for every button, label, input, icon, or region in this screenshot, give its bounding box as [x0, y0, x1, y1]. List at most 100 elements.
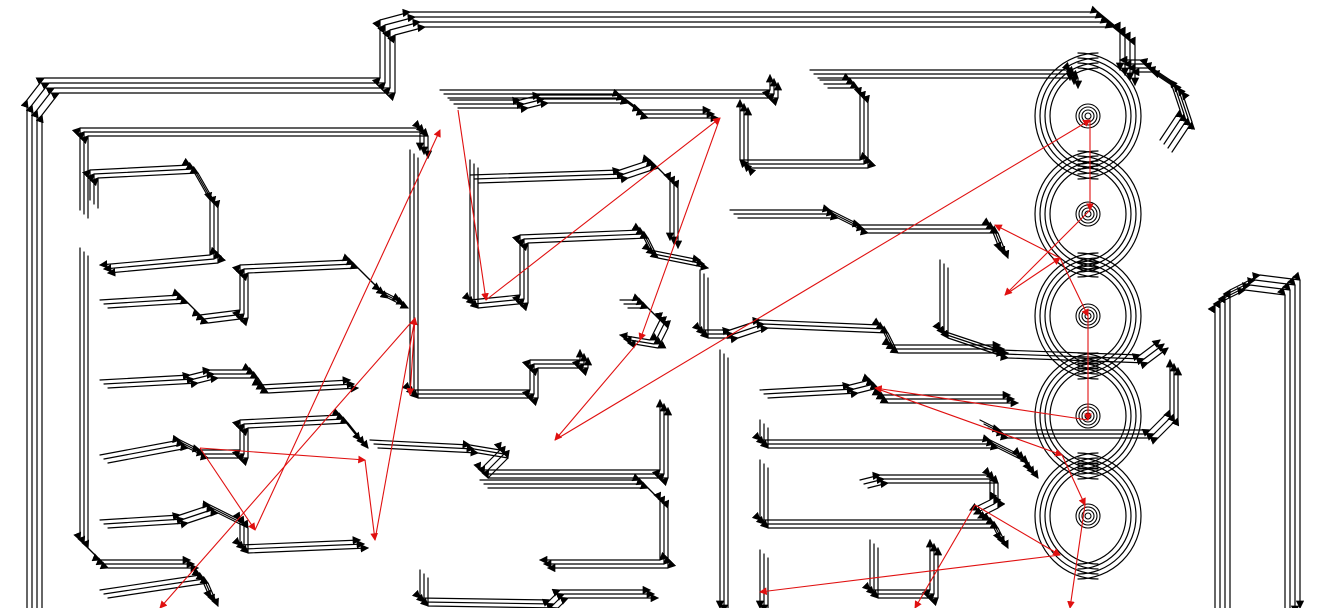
cut-path-block — [759, 373, 1012, 400]
cut-path-outer — [20, 5, 1125, 608]
cut-path-block — [691, 269, 1002, 350]
cut-path-block — [729, 204, 1002, 251]
cut-path-block — [699, 277, 1010, 358]
cut-paths — [20, 5, 1305, 608]
cut-path-block — [737, 212, 1010, 259]
cut-path-lobe — [1049, 267, 1099, 365]
cut-path-lobe — [1039, 457, 1099, 575]
cut-path-block — [695, 273, 1006, 354]
cut-path-lobe — [1077, 160, 1132, 268]
travel-move — [1004, 257, 1061, 296]
cut-path-block — [469, 167, 710, 312]
cut-path-block — [461, 159, 702, 304]
spiral-markers — [1075, 103, 1101, 529]
spiral-marker-icon — [1075, 103, 1101, 129]
cut-path-block — [759, 427, 1039, 479]
cut-path-block — [477, 162, 683, 250]
travel-move — [159, 317, 416, 608]
travel-moves — [159, 109, 1094, 608]
cut-path-block — [89, 165, 227, 277]
cut-path-lobe — [1034, 452, 1099, 580]
cut-path-block — [439, 73, 775, 99]
cut-path-lobe — [1077, 57, 1137, 175]
cut-path-block — [817, 69, 1083, 90]
cut-path-block — [763, 377, 1016, 404]
travel-move — [406, 317, 416, 396]
cut-path-lobe — [1077, 452, 1142, 580]
travel-move — [199, 447, 366, 464]
cut-path-lobe — [1077, 462, 1132, 570]
cut-path-lobe — [1077, 62, 1132, 170]
travel-move — [254, 129, 441, 531]
cut-path-block — [469, 154, 675, 242]
cut-path-lobe — [1044, 462, 1099, 570]
spiral-marker-icon — [1084, 112, 1092, 120]
spiral-marker-icon — [1081, 207, 1095, 221]
spiral-marker-icon — [1084, 210, 1092, 218]
cut-path-lobe — [1122, 59, 1188, 145]
cut-path-block — [813, 65, 1079, 86]
cut-path-outer — [25, 10, 1130, 608]
cut-path-block — [99, 408, 361, 459]
spiral-marker-icon — [1081, 509, 1095, 523]
cut-path-block — [107, 261, 409, 327]
cut-path-lobe — [1130, 67, 1196, 153]
travel-move — [199, 447, 256, 531]
travel-move — [974, 504, 1061, 556]
cut-path-block — [103, 412, 365, 463]
spiral-marker-icon — [1075, 201, 1101, 227]
cut-path-block — [81, 157, 219, 269]
travel-move — [554, 119, 1091, 441]
spiral-marker-icon — [1078, 506, 1098, 526]
travel-move — [914, 504, 976, 608]
cut-path-block — [618, 293, 663, 341]
cut-path-block — [107, 508, 370, 554]
cut-path-block — [411, 569, 652, 607]
travel-move — [374, 317, 418, 541]
cut-path-block — [103, 504, 366, 550]
cut-path-block — [419, 577, 660, 608]
cut-path-lobe — [1039, 357, 1099, 475]
cut-path-lobe — [1039, 57, 1099, 175]
travel-move — [1061, 454, 1086, 506]
cut-path-block — [987, 366, 1183, 445]
cut-path-block — [79, 127, 433, 219]
cut-path-lobe — [1039, 155, 1099, 273]
cut-path-block — [453, 92, 716, 119]
cut-path-outer — [35, 20, 1140, 608]
cut-path-block — [739, 76, 873, 173]
cut-path-lobe — [1034, 52, 1099, 180]
cut-path-lobe — [1077, 165, 1127, 263]
cut-path-block — [373, 402, 669, 483]
cut-path-block — [75, 123, 429, 215]
cut-path-block — [487, 481, 677, 573]
cut-path-block — [107, 370, 360, 394]
cut-path-block — [405, 153, 589, 403]
travel-move — [457, 109, 489, 301]
cut-path-block — [107, 575, 219, 607]
cut-path-lobe — [1077, 467, 1127, 565]
cut-path-block — [759, 467, 1009, 549]
cut-path-lobe — [1077, 367, 1127, 465]
cut-path-right — [1207, 286, 1290, 608]
cut-path-block — [457, 96, 720, 123]
cut-path-block — [751, 419, 1031, 471]
spiral-marker-icon — [1084, 512, 1092, 520]
cut-path-block — [733, 208, 1006, 255]
cut-path-lobe — [1077, 52, 1142, 180]
cut-path-block — [755, 423, 1035, 475]
spiral-marker-icon — [1081, 109, 1095, 123]
cut-path-block — [377, 406, 673, 487]
cut-path-block — [940, 267, 1169, 370]
travel-move — [1059, 257, 1089, 317]
cut-path-block — [85, 161, 223, 273]
cut-path-lobe — [1034, 252, 1099, 380]
cut-path-lobe — [1077, 357, 1137, 475]
cut-path-lobe — [1039, 257, 1099, 375]
travel-move — [554, 339, 641, 441]
cut-path-block — [626, 301, 671, 349]
cut-path-block — [869, 546, 943, 607]
cut-path-lobe — [1049, 165, 1099, 263]
travel-move — [874, 385, 1089, 421]
